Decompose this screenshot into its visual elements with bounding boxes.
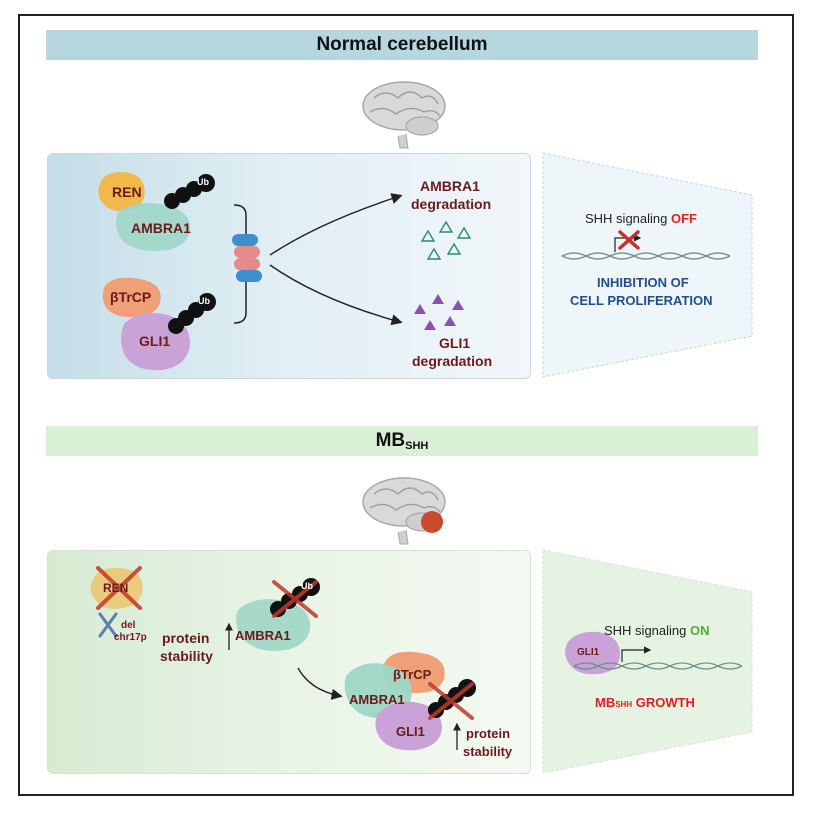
arrow-to-complex <box>297 667 343 700</box>
protein-stability2-line1: protein <box>466 726 511 741</box>
gli1-fragments-icon <box>414 294 464 330</box>
brain-with-tumor-icon <box>362 477 446 545</box>
growth-suffix: GROWTH <box>632 695 695 710</box>
ambra1-fragments-icon <box>420 220 472 260</box>
signaling-off-state: OFF <box>671 211 697 226</box>
complex-ubiquitin-deleted-icon <box>428 679 476 720</box>
gli1-dna-label: GLI1 <box>577 647 600 658</box>
btrcp-protein-icon <box>102 277 161 318</box>
protein-stability2-line2: stability <box>463 744 513 759</box>
dna-off-icon <box>561 252 731 260</box>
protein-stability-line1: protein <box>162 630 210 646</box>
ren-deleted-label: REN <box>103 581 129 595</box>
ambra1-degradation-line2: degradation <box>411 196 492 212</box>
complex-btrcp-label: βTrCP <box>393 667 432 682</box>
chromosome-icon <box>98 612 118 638</box>
ren-protein-icon <box>98 172 145 211</box>
figure-frame <box>18 14 794 796</box>
chr17p-label: chr17p <box>114 632 147 643</box>
ubiquitin-chain-icon <box>164 174 215 209</box>
tumor-icon <box>421 511 443 533</box>
complex-ambra1-label: AMBRA1 <box>349 692 405 707</box>
mb-title: MB <box>375 430 406 451</box>
del-label: del <box>121 620 136 631</box>
mb-title-subscript: SHH <box>405 440 429 452</box>
transcription-active-arrow <box>621 646 652 662</box>
signaling-prefix: SHH signaling <box>585 211 671 226</box>
ub-label: Ub <box>197 177 209 187</box>
complex-gli1-icon <box>375 701 442 751</box>
normal-cerebellum-banner: Normal cerebellum <box>46 30 758 60</box>
gli1-label: GLI1 <box>139 333 171 349</box>
ubiquitin-chain-icon-2 <box>168 293 216 334</box>
ambra1-stable-label: AMBRA1 <box>235 628 291 643</box>
complex-gli1-label: GLI1 <box>396 724 425 739</box>
brain-icon <box>362 81 446 149</box>
protein-stability-line2: stability <box>160 648 213 664</box>
deletion-x-icon <box>96 566 142 610</box>
cell-proliferation-label: CELL PROLIFERATION <box>570 293 713 308</box>
inhibition-label: INHIBITION OF <box>597 275 689 290</box>
gli1-degradation-line1: GLI1 <box>439 335 471 351</box>
mb-left-panel <box>47 550 531 774</box>
mb-right-panel <box>542 549 753 774</box>
growth-main: MB <box>595 695 616 710</box>
normal-right-panel <box>542 152 753 378</box>
ambra1-protein-stable-icon <box>236 599 311 651</box>
signaling-on-prefix: SHH signaling <box>604 623 690 638</box>
signaling-on-state: ON <box>690 623 710 638</box>
ambra1-degradation-line1: AMBRA1 <box>420 178 480 194</box>
ub-deleted-label: Ub <box>301 581 313 591</box>
arrow-to-ambra1-degradation <box>269 193 403 256</box>
shh-signaling-on-label: SHH signaling ON <box>604 623 710 638</box>
gli1-degradation-line2: degradation <box>412 353 493 369</box>
ren-label: REN <box>112 184 142 200</box>
ambra1-label: AMBRA1 <box>131 220 191 236</box>
shh-signaling-off-label: SHH signaling OFF <box>585 211 697 226</box>
block-x-icon <box>618 230 640 250</box>
normal-cerebellum-title: Normal cerebellum <box>316 34 488 55</box>
ambra1-protein-icon <box>116 203 191 251</box>
ubiquitin-chain-deleted-icon <box>270 578 320 618</box>
growth-subscript: SHH <box>615 700 633 709</box>
mb-growth-label: MBSHH GROWTH <box>595 695 695 710</box>
proteasome-icon <box>232 234 262 282</box>
ub-label-2: Ub <box>198 296 210 306</box>
dna-on-icon <box>573 662 743 670</box>
arrow-to-gli1-degradation <box>269 264 403 326</box>
btrcp-label: βTrCP <box>110 289 152 305</box>
